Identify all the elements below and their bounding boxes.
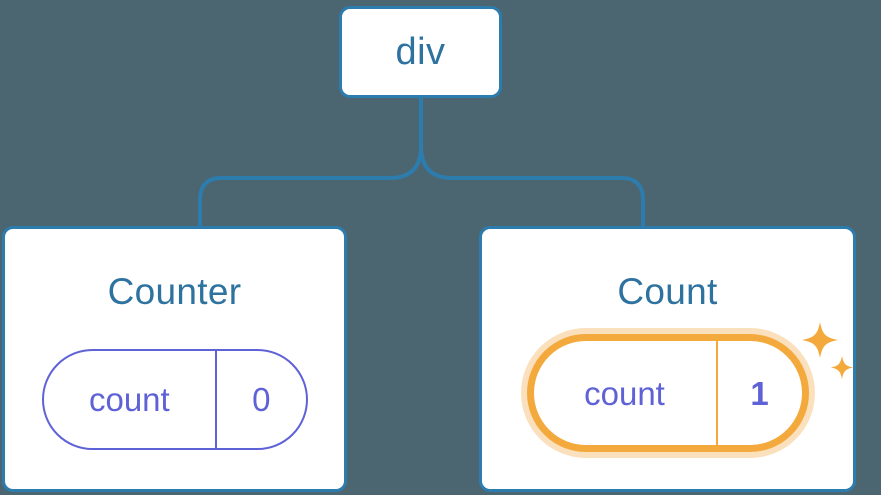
tree-node-counter[interactable]: Counter count 0 (2, 226, 347, 492)
state-pill-counter-value: 0 (252, 381, 271, 418)
state-pill-counter-wrapper: count 0 (41, 349, 308, 450)
state-pill-count-value-cell: 1 (718, 341, 802, 445)
state-pill-counter-key-cell: count (44, 351, 218, 448)
state-pill-counter[interactable]: count 0 (41, 349, 308, 450)
tree-node-counter-title: Counter (107, 271, 242, 312)
tree-node-root-label: div (395, 31, 446, 73)
state-pill-count-key: count (584, 374, 665, 412)
tree-node-root[interactable]: div (339, 6, 502, 98)
tree-node-count[interactable]: Count count 1 (479, 226, 856, 492)
state-pill-counter-value-cell: 0 (217, 351, 305, 448)
state-pill-count-key-cell: count (534, 341, 718, 445)
state-pill-count-wrapper: count 1 (526, 334, 809, 452)
tree-node-count-title: Count (617, 271, 718, 312)
state-pill-counter-key: count (88, 381, 170, 418)
state-pill-count[interactable]: count 1 (526, 334, 809, 452)
state-pill-count-value: 1 (750, 374, 769, 412)
